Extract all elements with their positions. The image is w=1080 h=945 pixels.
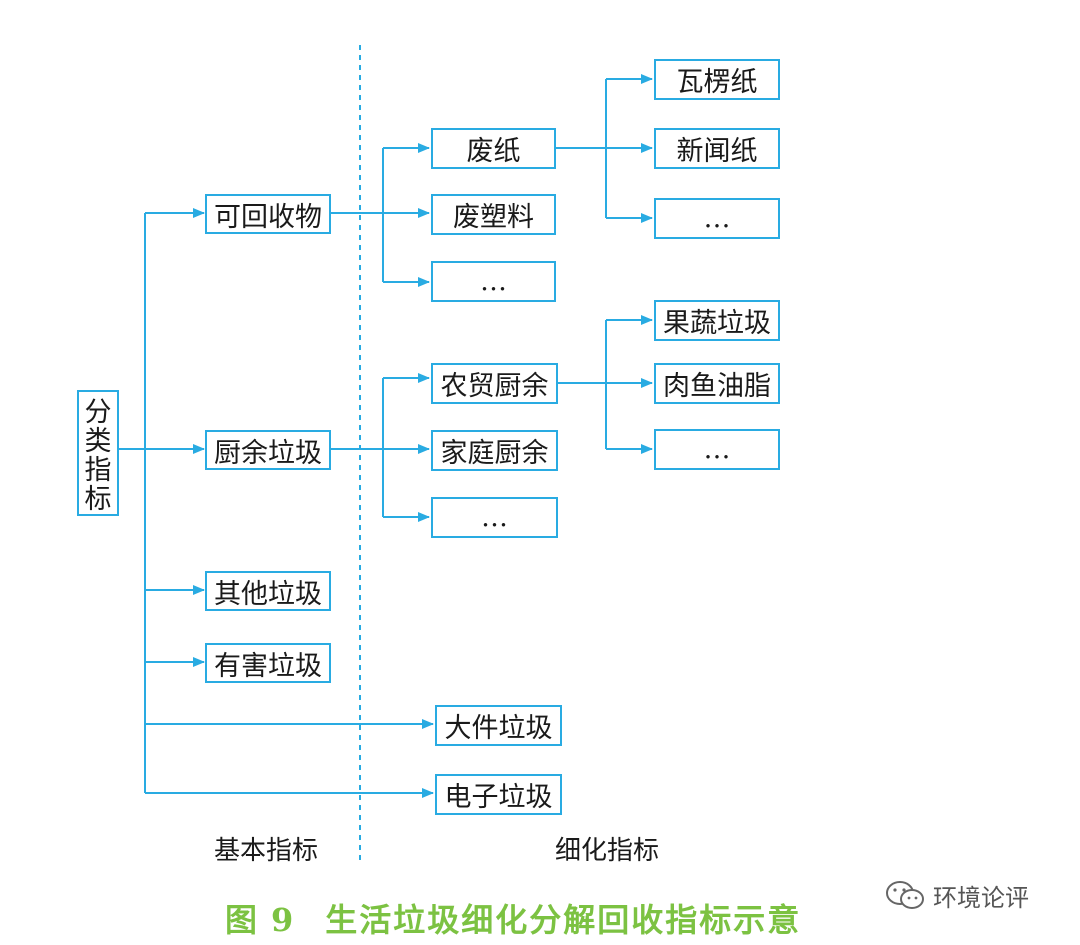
wechat-icon [886, 880, 924, 909]
node-paper-more: … [654, 198, 780, 239]
watermark: 环境论评 [885, 878, 1029, 913]
caption-title: 生活垃圾细化分解回收指标示意 [325, 901, 802, 939]
node-hazardous-waste: 有害垃圾 [205, 643, 331, 683]
node-home-kitchen: 家庭厨余 [431, 430, 558, 471]
node-market-more: … [654, 429, 780, 470]
node-recyclable-more: … [431, 261, 556, 302]
node-recyclable: 可回收物 [205, 194, 331, 234]
node-other-waste: 其他垃圾 [205, 571, 331, 611]
node-waste-plastic: 废塑料 [431, 194, 556, 235]
column-label-detail: 细化指标 [555, 836, 660, 866]
root-char-3: 指 [84, 455, 112, 486]
node-market-kitchen: 农贸厨余 [431, 363, 558, 404]
root-node-classification-index: 分 类 指 标 [77, 390, 119, 516]
node-kitchen-more: … [431, 497, 558, 538]
node-fruit-vegetable-waste: 果蔬垃圾 [654, 300, 780, 341]
node-bulky-waste: 大件垃圾 [435, 705, 562, 746]
caption-figure: 图 [225, 901, 260, 939]
node-electronic-waste: 电子垃圾 [435, 774, 562, 815]
caption-number: 9 [271, 901, 296, 939]
node-meat-fish-fat: 肉鱼油脂 [654, 363, 780, 404]
root-char-1: 分 [84, 397, 112, 428]
node-newsprint: 新闻纸 [654, 128, 780, 169]
watermark-text: 环境论评 [933, 884, 1029, 912]
root-char-4: 标 [84, 484, 112, 515]
root-char-2: 类 [84, 426, 112, 457]
node-corrugated-paper: 瓦楞纸 [654, 59, 780, 100]
column-label-basic: 基本指标 [214, 836, 319, 866]
node-waste-paper: 废纸 [431, 128, 556, 169]
node-kitchen-waste: 厨余垃圾 [205, 430, 331, 470]
